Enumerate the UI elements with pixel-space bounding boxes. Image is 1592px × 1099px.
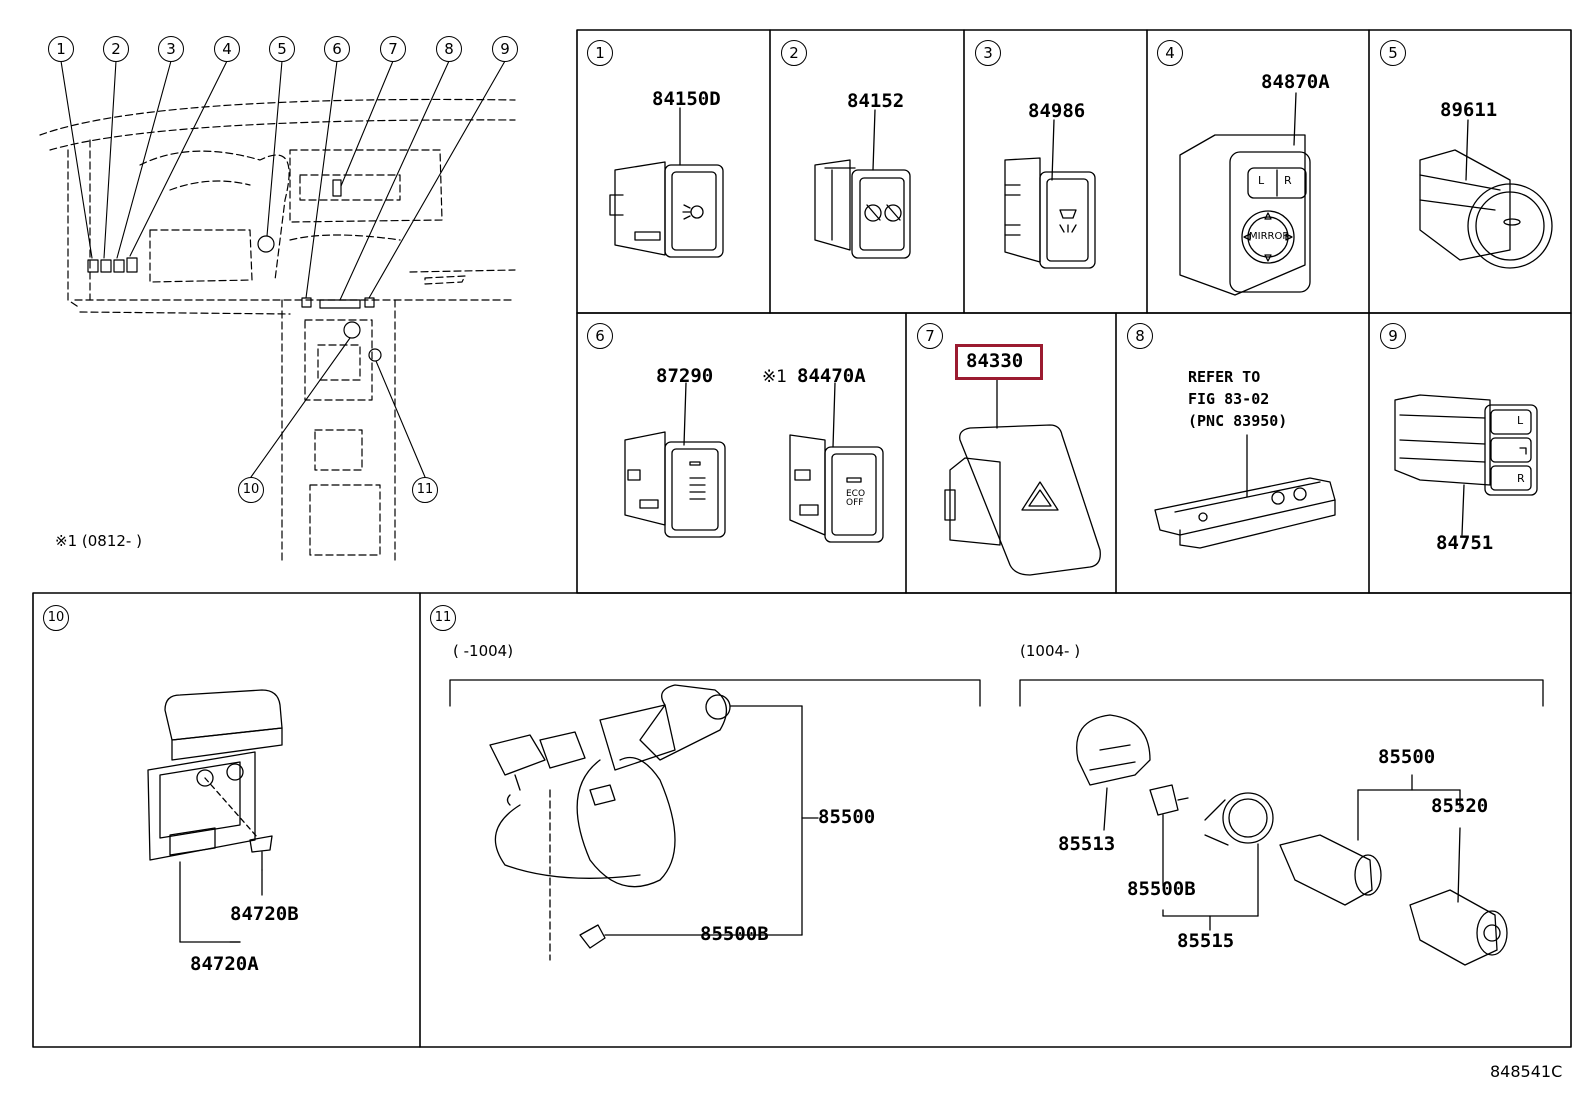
panel-num-6: 6 xyxy=(587,323,613,349)
callout-11: 11 xyxy=(412,477,438,503)
mirror-lr-left: L xyxy=(1258,174,1265,187)
mirror-switch-84870a xyxy=(1179,92,1311,296)
overview-note: ※1 (0812- ) xyxy=(55,532,142,550)
part-84720b[interactable]: 84720B xyxy=(230,903,299,925)
eco-label-line-2: OFF xyxy=(846,498,864,508)
part-89611[interactable]: 89611 xyxy=(1440,99,1498,121)
mirror-lr-right: R xyxy=(1284,174,1292,187)
panel-num-2: 2 xyxy=(781,40,807,66)
mirror-label: MIRROR xyxy=(1249,231,1290,242)
callout-6: 6 xyxy=(324,36,350,62)
switch-84986 xyxy=(1004,119,1096,269)
part-85515[interactable]: 85515 xyxy=(1177,930,1235,952)
switch-84150d xyxy=(609,107,724,258)
part-84720a[interactable]: 84720A xyxy=(190,953,259,975)
panel-num-1: 1 xyxy=(587,40,613,66)
callout-7: 7 xyxy=(380,36,406,62)
part-85500-left[interactable]: 85500 xyxy=(818,806,876,828)
note-mark-1: ※1 xyxy=(762,367,788,387)
part-84986[interactable]: 84986 xyxy=(1028,100,1086,122)
seat-heater-switch-84751 xyxy=(1394,394,1538,536)
part-84751[interactable]: 84751 xyxy=(1436,532,1494,554)
part-84870a[interactable]: 84870A xyxy=(1261,71,1330,93)
refer-note-line-1: REFER TO xyxy=(1188,368,1261,386)
callout-9: 9 xyxy=(492,36,518,62)
callout-5: 5 xyxy=(269,36,295,62)
power-outlet-right xyxy=(1019,679,1544,966)
callout-2: 2 xyxy=(103,36,129,62)
callout-1: 1 xyxy=(48,36,74,62)
switch-84720 xyxy=(147,689,283,943)
refer-note-line-2: FIG 83-02 xyxy=(1188,390,1270,408)
panel-num-10: 10 xyxy=(43,605,69,631)
panel-num-5: 5 xyxy=(1380,40,1406,66)
panel-num-8: 8 xyxy=(1127,323,1153,349)
power-outlet-left xyxy=(449,679,981,961)
panel-num-4: 4 xyxy=(1157,40,1183,66)
highlight-box-84330 xyxy=(955,344,1043,380)
callout-3: 3 xyxy=(158,36,184,62)
figure-code: 848541C xyxy=(1490,1062,1563,1081)
part-85513[interactable]: 85513 xyxy=(1058,833,1116,855)
panel-num-7: 7 xyxy=(917,323,943,349)
part-84470a[interactable]: 84470A xyxy=(797,365,866,387)
refer-note-line-3: (PNC 83950) xyxy=(1188,412,1288,430)
panel-grid xyxy=(32,29,1572,1048)
part-85500b-left[interactable]: 85500B xyxy=(700,923,769,945)
switch-87290 xyxy=(624,382,726,538)
switch-84470a xyxy=(789,382,884,543)
seat-lr-right: R xyxy=(1517,472,1525,485)
part-85500b-right[interactable]: 85500B xyxy=(1127,878,1196,900)
eco-label: ECO OFF xyxy=(846,490,865,508)
start-switch-89611 xyxy=(1419,119,1553,269)
panel-num-3: 3 xyxy=(975,40,1001,66)
part-84152[interactable]: 84152 xyxy=(847,90,905,112)
part-85520[interactable]: 85520 xyxy=(1431,795,1489,817)
dashboard-overview xyxy=(39,98,516,561)
overview-leaders xyxy=(60,60,506,478)
hazard-switch-84330 xyxy=(944,377,1101,576)
range-right: (1004- ) xyxy=(1020,642,1081,660)
switch-84152 xyxy=(814,109,911,259)
callout-4: 4 xyxy=(214,36,240,62)
part-85500-right[interactable]: 85500 xyxy=(1378,746,1436,768)
seat-lr-left: L xyxy=(1517,414,1524,427)
callout-10: 10 xyxy=(238,477,264,503)
dashboard-details xyxy=(87,179,382,362)
climate-panel-83950 xyxy=(1154,434,1336,549)
part-87290[interactable]: 87290 xyxy=(656,365,714,387)
panel-num-11: 11 xyxy=(430,605,456,631)
range-left: ( -1004) xyxy=(453,642,514,660)
part-84330[interactable]: 84330 xyxy=(966,350,1024,372)
part-84150d[interactable]: 84150D xyxy=(652,88,721,110)
panel-num-9: 9 xyxy=(1380,323,1406,349)
callout-8: 8 xyxy=(436,36,462,62)
eco-label-line-1: ECO xyxy=(846,489,866,499)
